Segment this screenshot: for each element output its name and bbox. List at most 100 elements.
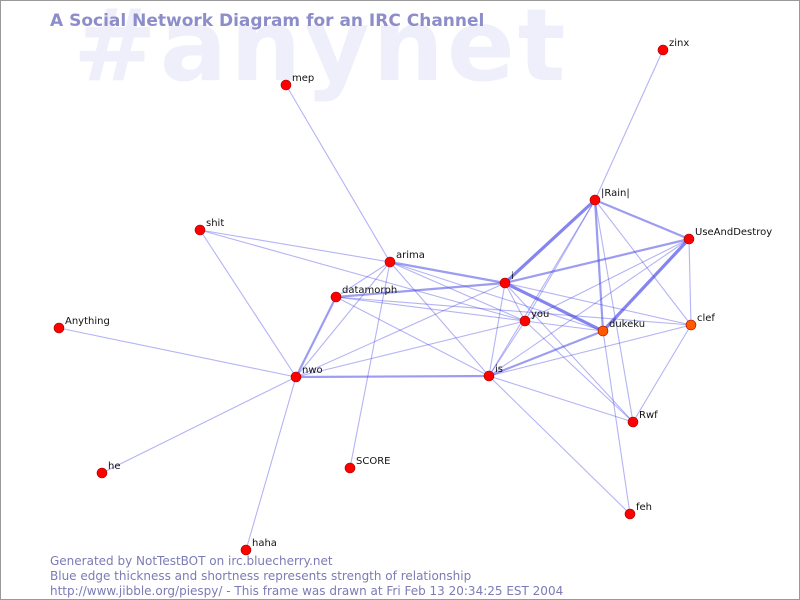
edge-arima-i bbox=[388, 260, 507, 285]
node-label-i: i bbox=[511, 271, 514, 282]
diagram-title: A Social Network Diagram for an IRC Chan… bbox=[50, 11, 485, 31]
edge-rain-dukeku bbox=[593, 198, 605, 333]
node-dukeku: dukeku bbox=[597, 319, 645, 337]
footer-generated-by: Generated by NotTestBOT on irc.bluecherr… bbox=[50, 554, 333, 568]
node-mep: mep bbox=[280, 73, 314, 91]
node-dot-zinx bbox=[657, 44, 669, 56]
edge-rain-you bbox=[524, 199, 596, 322]
node-dot-score bbox=[344, 462, 356, 474]
edge-mep-arima bbox=[285, 84, 391, 263]
node-label-clef: clef bbox=[697, 313, 715, 324]
edge-i-clef bbox=[504, 282, 692, 326]
edge-nwo-haha bbox=[245, 376, 297, 551]
node-label-rwf: Rwf bbox=[639, 410, 658, 421]
node-label-you: you bbox=[531, 309, 549, 320]
edge-shit-arima bbox=[199, 229, 391, 263]
edge-rain-rwf bbox=[594, 199, 634, 423]
node-arima: arima bbox=[384, 250, 425, 268]
node-dot-you bbox=[519, 315, 531, 327]
node-label-he: he bbox=[108, 461, 121, 472]
node-rwf: Rwf bbox=[627, 410, 658, 428]
node-score: SCORE bbox=[344, 456, 390, 474]
node-nwo: nwo bbox=[290, 365, 323, 383]
node-dot-rwf bbox=[627, 416, 639, 428]
edge-is-rwf bbox=[488, 375, 634, 423]
edge-you-nwo bbox=[295, 320, 526, 378]
edge-i-datamorph bbox=[334, 281, 507, 299]
edge-i-is bbox=[488, 282, 506, 377]
node-label-arima: arima bbox=[396, 250, 425, 261]
node-dot-he bbox=[96, 467, 108, 479]
node-dot-anything bbox=[53, 322, 65, 334]
node-shit: shit bbox=[194, 218, 224, 236]
edge-is-feh bbox=[488, 375, 631, 515]
edge-i-nwo bbox=[295, 282, 506, 378]
edge-anything-nwo bbox=[58, 327, 297, 378]
edge-clef-is bbox=[488, 324, 692, 377]
node-is: is bbox=[483, 364, 503, 382]
node-layer: zinx mep |Rain| UseAndDestroy shit arima i data… bbox=[53, 38, 772, 556]
edge-useanddestroy-clef bbox=[688, 238, 692, 326]
node-dot-nwo bbox=[290, 371, 302, 383]
node-dot-rain bbox=[589, 194, 601, 206]
edge-rain-clef bbox=[594, 199, 692, 326]
node-dot-clef bbox=[685, 319, 697, 331]
node-datamorph: datamorph bbox=[330, 285, 397, 303]
node-dot-dukeku bbox=[597, 325, 609, 337]
edge-useanddestroy-is bbox=[488, 238, 690, 377]
edge-nwo-is bbox=[294, 374, 491, 379]
node-dot-i bbox=[499, 277, 511, 289]
node-label-haha: haha bbox=[252, 538, 277, 549]
node-zinx: zinx bbox=[657, 38, 689, 56]
node-dot-mep bbox=[280, 79, 292, 91]
node-dot-arima bbox=[384, 256, 396, 268]
edge-i-rwf bbox=[504, 282, 634, 423]
edge-rain-useanddestroy bbox=[593, 198, 691, 241]
node-clef: clef bbox=[685, 313, 715, 331]
node-useanddestroy: UseAndDestroy bbox=[683, 227, 772, 245]
node-you: you bbox=[519, 309, 549, 327]
node-he: he bbox=[96, 461, 121, 479]
footer-timestamp: http://www.jibble.org/piespy/ - This fra… bbox=[50, 584, 564, 598]
edge-rain-i bbox=[503, 198, 597, 285]
edge-datamorph-you bbox=[335, 296, 526, 322]
footer-info: Generated by NotTestBOT on irc.bluecherr… bbox=[50, 554, 563, 599]
edge-arima-nwo bbox=[295, 261, 391, 378]
node-label-feh: feh bbox=[636, 502, 652, 513]
node-label-anything: Anything bbox=[65, 316, 110, 327]
edge-arima-you bbox=[389, 261, 526, 322]
edge-you-rwf bbox=[524, 320, 634, 423]
edge-rain-is bbox=[488, 199, 596, 377]
edge-datamorph-is bbox=[335, 296, 490, 377]
node-dot-shit bbox=[194, 224, 206, 236]
edge-arima-datamorph bbox=[335, 261, 391, 298]
edge-shit-nwo bbox=[199, 229, 297, 378]
node-dot-datamorph bbox=[330, 291, 342, 303]
edge-useanddestroy-dukeku bbox=[601, 237, 691, 333]
node-dot-useanddestroy bbox=[683, 233, 695, 245]
node-haha: haha bbox=[240, 538, 277, 556]
edge-arima-is bbox=[389, 261, 490, 377]
node-label-shit: shit bbox=[206, 218, 224, 229]
channel-watermark: #anynet bbox=[73, 0, 569, 104]
node-label-datamorph: datamorph bbox=[342, 285, 397, 296]
node-label-useanddestroy: UseAndDestroy bbox=[695, 227, 772, 238]
edge-dukeku-feh bbox=[602, 330, 631, 515]
node-dot-feh bbox=[624, 508, 636, 520]
node-label-nwo: nwo bbox=[302, 365, 323, 376]
edge-dukeku-is bbox=[487, 329, 605, 378]
node-feh: feh bbox=[624, 502, 652, 520]
node-dot-is bbox=[483, 370, 495, 382]
edge-nwo-he bbox=[101, 376, 297, 474]
edge-clef-rwf bbox=[632, 324, 692, 423]
node-rain: |Rain| bbox=[589, 188, 630, 206]
edge-arima-score bbox=[349, 261, 391, 469]
node-i: i bbox=[499, 271, 514, 289]
edge-useanddestroy-you bbox=[524, 238, 690, 322]
edge-you-is bbox=[488, 320, 526, 377]
node-dot-haha bbox=[240, 544, 252, 556]
edge-datamorph-clef bbox=[335, 296, 692, 326]
node-label-dukeku: dukeku bbox=[609, 319, 645, 330]
